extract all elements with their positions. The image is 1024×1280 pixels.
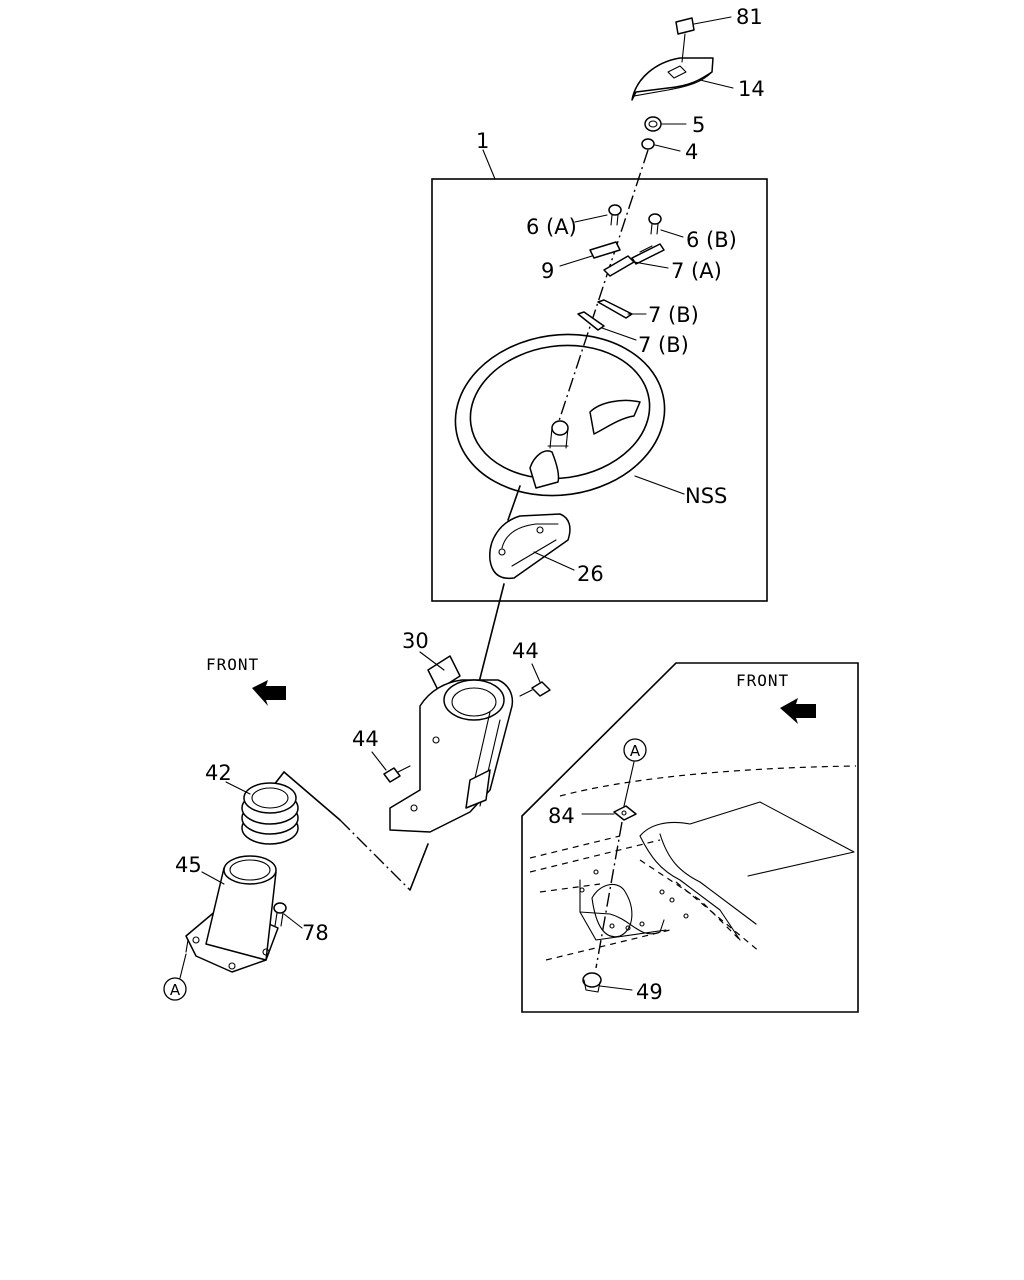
part-label-7b-upper: 7 (B) bbox=[648, 303, 699, 327]
part-label-42: 42 bbox=[205, 761, 232, 785]
part-label-1: 1 bbox=[476, 129, 489, 153]
part-label-44-right: 44 bbox=[512, 639, 539, 663]
front-label-main: FRONT bbox=[206, 655, 259, 674]
bolts-44 bbox=[371, 663, 551, 783]
part-label-81: 81 bbox=[736, 5, 763, 29]
front-arrow-icon bbox=[252, 680, 286, 706]
part-label-26: 26 bbox=[577, 562, 604, 586]
part-label-7a: 7 (A) bbox=[671, 259, 722, 283]
horn-contact-parts bbox=[559, 241, 669, 277]
part-label-84: 84 bbox=[548, 804, 575, 828]
front-label-detail: FRONT bbox=[736, 671, 789, 690]
part-label-78: 78 bbox=[302, 921, 329, 945]
boot-42 bbox=[225, 781, 299, 845]
part-label-30: 30 bbox=[402, 629, 429, 653]
part-label-4: 4 bbox=[685, 140, 698, 164]
front-direction-indicator: FRONT bbox=[206, 655, 286, 706]
part-label-14: 14 bbox=[738, 77, 765, 101]
steering-wheel-assembly-box bbox=[431, 178, 768, 602]
boot-housing-45 bbox=[185, 855, 279, 973]
part-label-6b: 6 (B) bbox=[686, 228, 737, 252]
part-label-44-left: 44 bbox=[352, 727, 379, 751]
part-label-6a: 6 (A) bbox=[526, 215, 577, 239]
steering-cover-26 bbox=[489, 513, 575, 580]
part-label-7b-lower: 7 (B) bbox=[638, 333, 689, 357]
screws-6 bbox=[574, 204, 684, 238]
ref-a-detail-label: A bbox=[630, 742, 641, 760]
detail-floor-panel: FRONT bbox=[521, 662, 859, 1013]
contact-springs-7b bbox=[577, 299, 647, 341]
nut-and-washer bbox=[641, 116, 687, 152]
part-label-5: 5 bbox=[692, 113, 705, 137]
part-label-49: 49 bbox=[636, 980, 663, 1004]
part-label-9: 9 bbox=[541, 259, 554, 283]
steering-wheel bbox=[454, 333, 685, 497]
part-label-45: 45 bbox=[175, 853, 202, 877]
front-arrow-detail-icon bbox=[780, 698, 816, 724]
column-cover-30 bbox=[389, 651, 514, 833]
horn-pad-assembly bbox=[631, 16, 734, 101]
ref-a-left-label: A bbox=[170, 981, 181, 999]
part-label-nss: NSS bbox=[685, 484, 727, 508]
bolt-78 bbox=[273, 902, 303, 929]
reference-a-detail: A bbox=[623, 738, 647, 762]
reference-a-left: A bbox=[163, 953, 187, 1001]
